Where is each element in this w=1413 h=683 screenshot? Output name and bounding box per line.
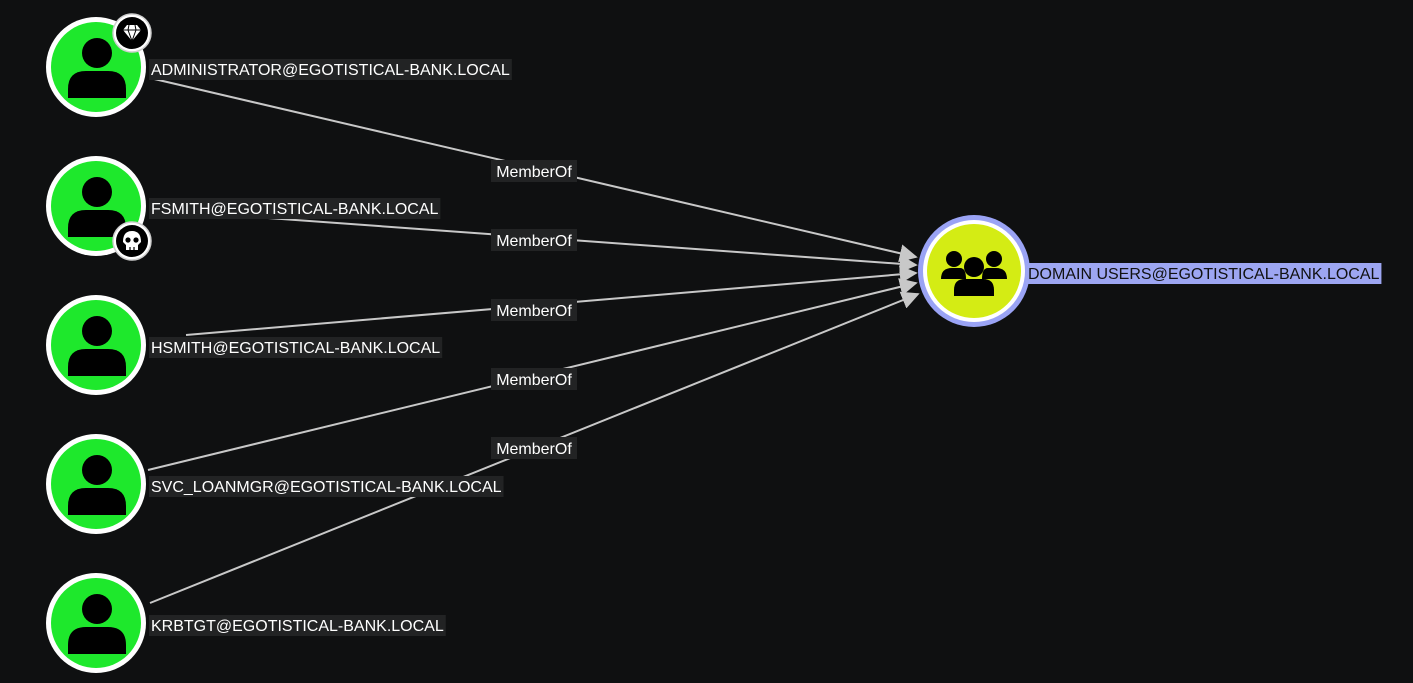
edge-label-hsmith[interactable]: MemberOf xyxy=(491,299,577,321)
edge-label-fsmith[interactable]: MemberOf xyxy=(491,229,577,251)
user-icon xyxy=(68,455,126,515)
node-label-fsmith[interactable]: FSMITH@EGOTISTICAL-BANK.LOCAL xyxy=(149,198,441,219)
edge-label-background xyxy=(491,437,577,459)
node-admin[interactable] xyxy=(46,13,152,117)
node-label-svc-loanmgr[interactable]: SVC_LOANMGR@EGOTISTICAL-BANK.LOCAL xyxy=(149,476,504,497)
edge-label-admin[interactable]: MemberOf xyxy=(491,160,577,182)
node-label-background xyxy=(149,615,446,636)
edge-label-krbtgt[interactable]: MemberOf xyxy=(491,437,577,459)
node-label-text: FSMITH@EGOTISTICAL-BANK.LOCAL xyxy=(151,201,439,218)
node-label-text: ADMINISTRATOR@EGOTISTICAL-BANK.LOCAL xyxy=(151,62,510,79)
skull-icon xyxy=(112,221,152,261)
node-label-domain-users[interactable]: DOMAIN USERS@EGOTISTICAL-BANK.LOCAL xyxy=(1026,263,1382,284)
node-label-hsmith[interactable]: HSMITH@EGOTISTICAL-BANK.LOCAL xyxy=(149,337,443,358)
nodes-layer xyxy=(46,13,1030,673)
node-label-text: SVC_LOANMGR@EGOTISTICAL-BANK.LOCAL xyxy=(151,479,502,496)
node-hsmith[interactable] xyxy=(46,295,146,395)
node-label-krbtgt[interactable]: KRBTGT@EGOTISTICAL-BANK.LOCAL xyxy=(149,615,446,636)
node-domain-users[interactable] xyxy=(918,215,1030,327)
edge-label-text: MemberOf xyxy=(496,233,572,250)
edge-label-background xyxy=(491,160,577,182)
node-label-background xyxy=(149,337,443,358)
node-label-admin[interactable]: ADMINISTRATOR@EGOTISTICAL-BANK.LOCAL xyxy=(149,59,512,80)
edge-label-text: MemberOf xyxy=(496,441,572,458)
node-label-text: DOMAIN USERS@EGOTISTICAL-BANK.LOCAL xyxy=(1028,266,1380,283)
user-icon xyxy=(68,177,126,237)
node-label-background xyxy=(149,476,504,497)
node-krbtgt[interactable] xyxy=(46,573,146,673)
edge-label-background xyxy=(491,368,577,390)
user-icon xyxy=(68,38,126,98)
node-label-background xyxy=(1026,263,1382,284)
edge-label-background xyxy=(491,229,577,251)
diamond-icon xyxy=(112,13,152,53)
node-label-text: HSMITH@EGOTISTICAL-BANK.LOCAL xyxy=(151,340,440,357)
user-icon xyxy=(68,316,126,376)
edge-label-text: MemberOf xyxy=(496,372,572,389)
group-icon xyxy=(941,251,1007,296)
node-label-text: KRBTGT@EGOTISTICAL-BANK.LOCAL xyxy=(151,618,444,635)
node-fsmith[interactable] xyxy=(46,156,152,261)
node-labels-layer: ADMINISTRATOR@EGOTISTICAL-BANK.LOCAL FSMI… xyxy=(149,59,1382,636)
node-label-background xyxy=(149,59,512,80)
user-icon xyxy=(68,594,126,654)
edge-label-background xyxy=(491,299,577,321)
edge-label-svc_loanmgr[interactable]: MemberOf xyxy=(491,368,577,390)
node-svc-loanmgr[interactable] xyxy=(46,434,146,534)
node-label-background xyxy=(149,198,441,219)
edge-label-text: MemberOf xyxy=(496,303,572,320)
edge-label-text: MemberOf xyxy=(496,164,572,181)
